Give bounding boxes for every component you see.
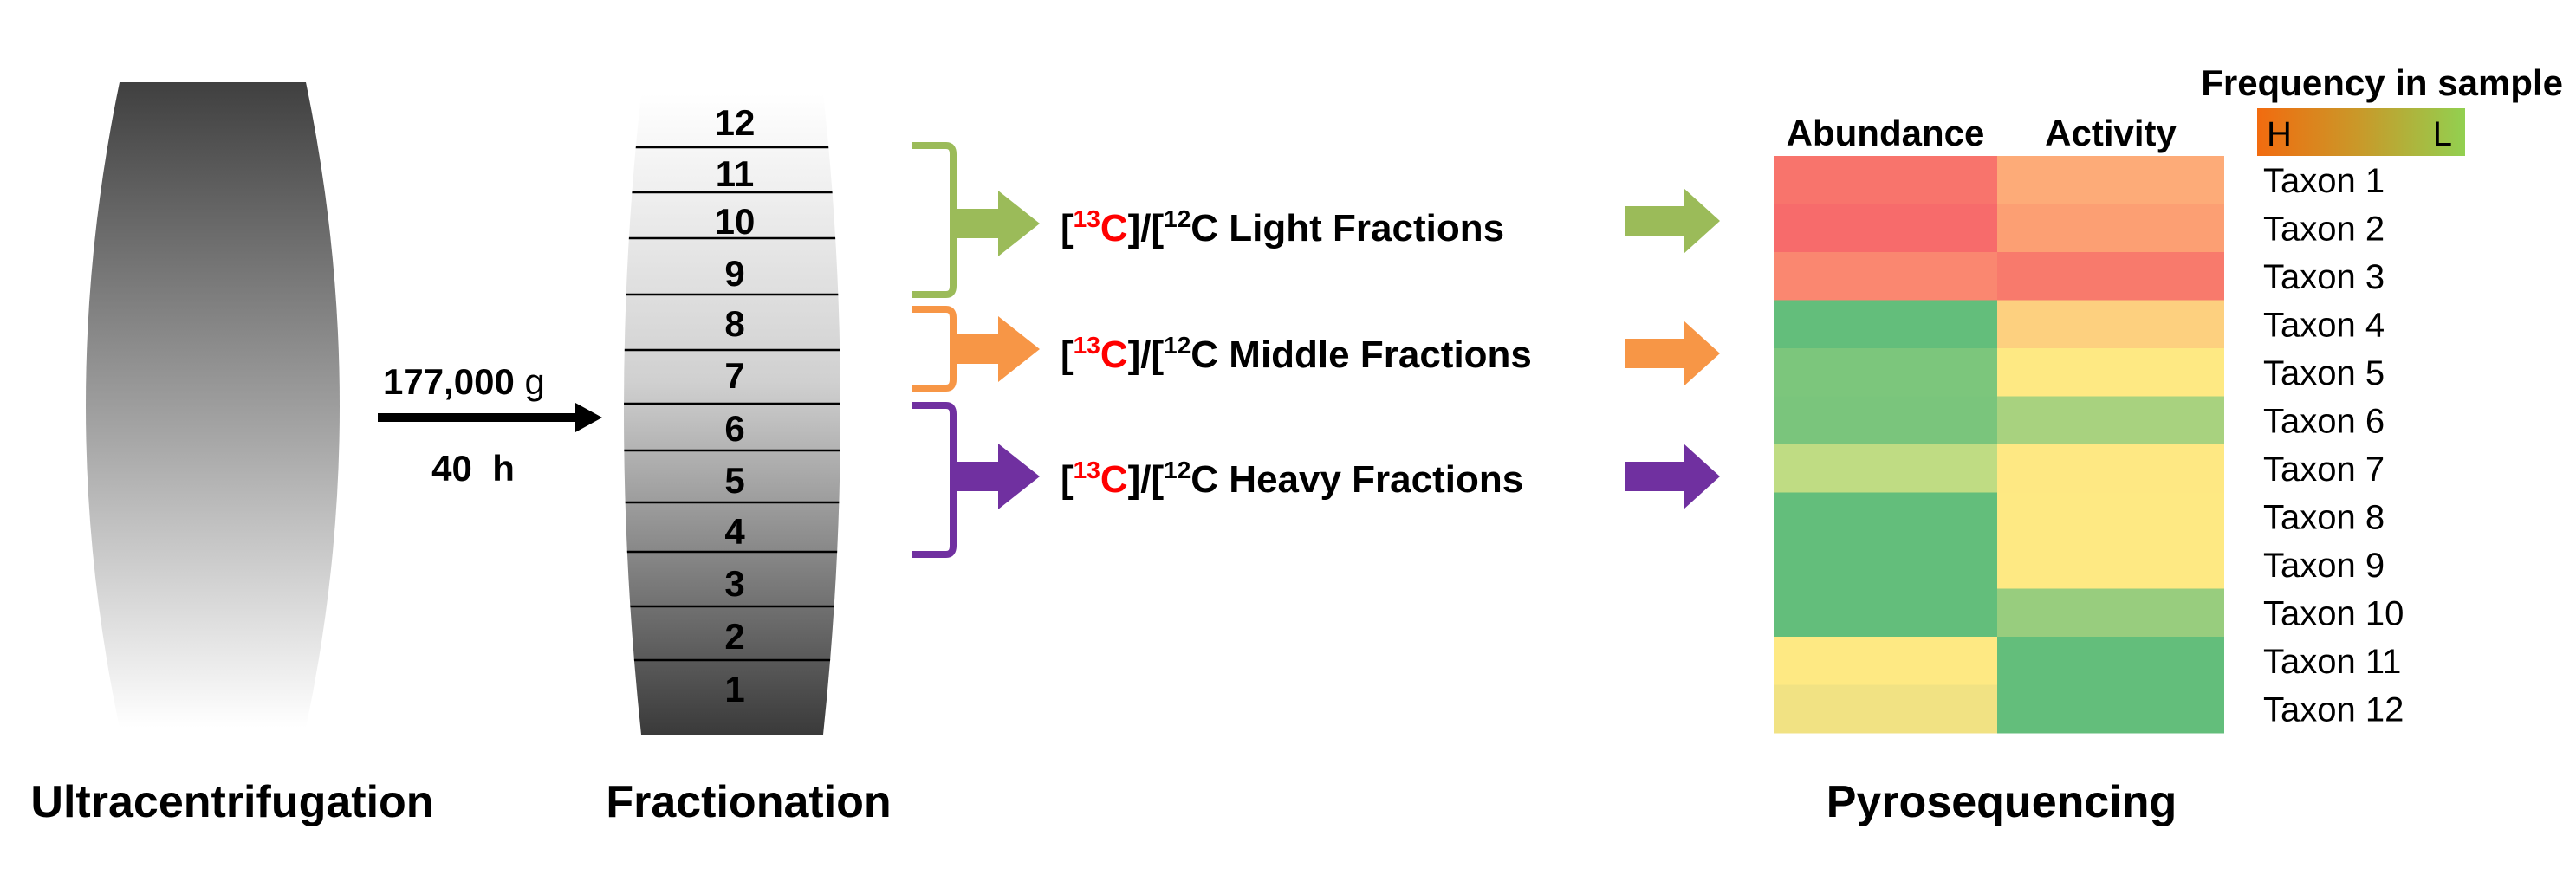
taxon-label: Taxon 2 [2263, 211, 2385, 249]
legend-title: Frequency in sample [2201, 62, 2563, 103]
force-value: 177,000 [383, 361, 515, 402]
to-heatmap-arrow [1625, 444, 1720, 509]
fraction-bracket [912, 146, 953, 295]
heatmap-cell-activity [1997, 252, 2224, 301]
fraction-group-heavy: [13C]/[12C Heavy Fractions [912, 405, 1720, 554]
group-arrow [953, 316, 1040, 382]
fraction-number: 6 [724, 408, 744, 449]
heatmap-cell-abundance [1774, 156, 1997, 204]
fraction-number: 2 [724, 616, 744, 657]
to-heatmap-arrow [1625, 188, 1720, 254]
fraction-group-label: [13C]/[12C Middle Fractions [1061, 332, 1532, 376]
fraction-number: 4 [724, 511, 745, 552]
taxon-label: Taxon 7 [2263, 450, 2385, 489]
fraction-group-light: [13C]/[12C Light Fractions [912, 146, 1720, 295]
heatmap-cell-activity [1997, 156, 2224, 204]
group-arrow [953, 191, 1040, 256]
fraction-bracket [912, 405, 953, 554]
stage-ultracentrifugation: Ultracentrifugation [30, 777, 433, 827]
heatmap-cell-abundance [1774, 685, 1997, 734]
taxon-label: Taxon 1 [2263, 162, 2385, 200]
heatmap-column-header: Abundance [1787, 113, 1985, 153]
taxon-label: Taxon 10 [2263, 595, 2404, 633]
to-heatmap-arrow [1625, 321, 1720, 386]
fraction-number: 10 [715, 201, 756, 242]
taxon-label: Taxon 8 [2263, 499, 2385, 537]
fraction-group-label: [13C]/[12C Heavy Fractions [1061, 457, 1523, 501]
fraction-number: 5 [724, 460, 744, 501]
taxon-label: Taxon 5 [2263, 354, 2385, 392]
fraction-number: 3 [724, 563, 744, 604]
heatmap-column-header: Activity [2045, 113, 2177, 153]
fraction-bracket [912, 309, 953, 388]
heatmap-cell-abundance [1774, 397, 1997, 445]
heatmap-cell-activity [1997, 397, 2224, 445]
force-label: 177,000 g [383, 361, 545, 402]
fraction-group-label: [13C]/[12C Light Fractions [1061, 205, 1504, 249]
heatmap-cell-abundance [1774, 541, 1997, 589]
heatmap-cell-abundance [1774, 493, 1997, 541]
heatmap-cell-activity [1997, 685, 2224, 734]
fraction-number: 12 [715, 102, 756, 143]
heatmap-cell-abundance [1774, 637, 1997, 685]
heatmap-cell-activity [1997, 204, 2224, 253]
fraction-number: 9 [724, 253, 744, 294]
stage-fractionation: Fractionation [606, 777, 891, 827]
fraction-number: 7 [724, 355, 744, 396]
heatmap-cell-activity [1997, 541, 2224, 589]
heatmap-cell-activity [1997, 348, 2224, 397]
heatmap-cell-abundance [1774, 252, 1997, 301]
heatmap-cell-activity [1997, 301, 2224, 349]
taxon-label: Taxon 6 [2263, 403, 2385, 441]
duration-label: 40 h [431, 448, 515, 489]
centrifuge-arrowhead [575, 403, 602, 432]
heatmap-cell-abundance [1774, 204, 1997, 253]
centrifuge-tube [86, 82, 340, 728]
stage-pyrosequencing: Pyrosequencing [1827, 777, 2177, 827]
heatmap-cell-activity [1997, 637, 2224, 685]
legend-high-label: H [2267, 115, 2292, 153]
heatmap-cell-activity [1997, 493, 2224, 541]
taxon-label: Taxon 3 [2263, 258, 2385, 296]
legend-low-label: L [2433, 115, 2452, 153]
group-arrow [953, 444, 1040, 509]
fraction-number: 1 [724, 669, 744, 709]
heatmap-cell-activity [1997, 444, 2224, 493]
heatmap-cell-abundance [1774, 301, 1997, 349]
taxon-label: Taxon 9 [2263, 547, 2385, 585]
fraction-number: 11 [716, 153, 754, 194]
fraction-group-middle: [13C]/[12C Middle Fractions [912, 309, 1720, 388]
heatmap-cell-abundance [1774, 348, 1997, 397]
fraction-number: 8 [724, 303, 744, 344]
force-unit: g [525, 361, 545, 402]
taxon-label: Taxon 11 [2263, 643, 2401, 681]
taxon-label: Taxon 4 [2263, 307, 2385, 345]
heatmap-cell-abundance [1774, 589, 1997, 638]
heatmap-cell-activity [1997, 589, 2224, 638]
heatmap-cell-abundance [1774, 444, 1997, 493]
taxon-label: Taxon 12 [2263, 691, 2404, 729]
